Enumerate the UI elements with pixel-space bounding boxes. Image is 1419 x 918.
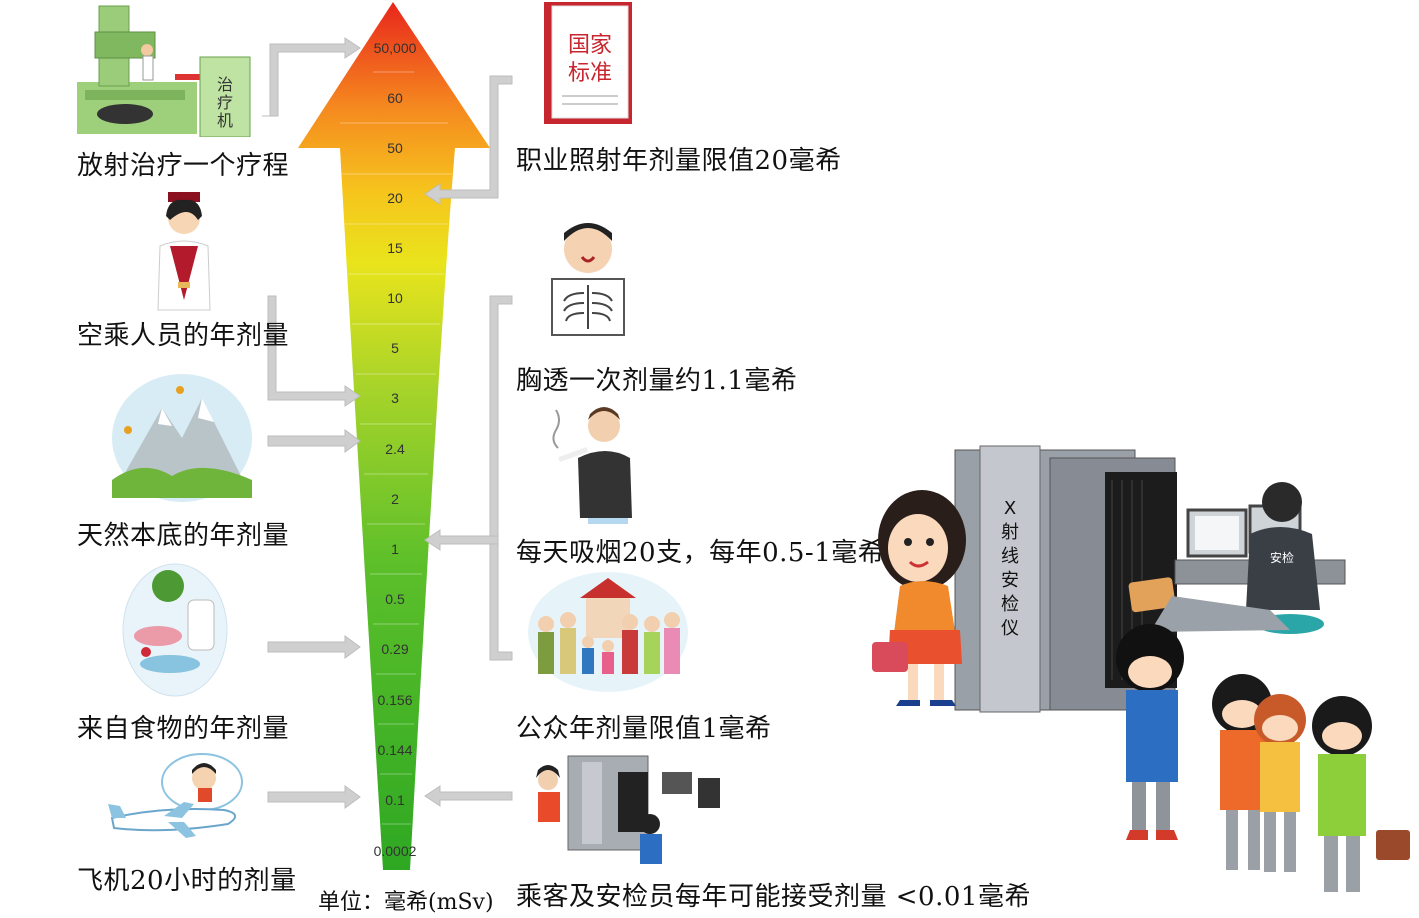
dose-scale-arrow [298,2,490,870]
book-title-line: 国家 [568,33,612,58]
machine-label-char: 治 [217,75,233,94]
tick-label: 10 [387,290,403,306]
scanner-text-char: 射 [1001,522,1019,543]
tick-label: 0.1 [385,792,405,808]
book-title-line: 标准 [568,61,612,86]
tick-label: 3 [391,390,399,406]
mountain-landscape-icon [112,374,252,502]
tick-label: 0.29 [381,641,409,657]
tick-label: 15 [387,240,403,256]
scanner-text-char: 仪 [1001,618,1019,639]
scanner-text-char: 安 [1001,570,1019,591]
airplane-icon [108,753,243,838]
label-chest-xray: 胸透一次剂量约1.1毫希 [516,366,798,396]
label-flight: 飞机20小时的剂量 [77,866,297,896]
label-passenger: 乘客及安检员每年可能接受剂量 <0.01毫希 [516,882,1031,912]
label-aircrew: 空乘人员的年剂量 [77,321,290,351]
radiotherapy-machine-icon: 治 疗 机 [77,5,251,137]
standard-book-icon: 国家 标准 [544,2,632,124]
connector-background [267,429,361,453]
connector-radiotherapy [262,37,361,117]
food-plate-icon [122,563,228,697]
scanner-text-char: 线 [1001,546,1019,567]
label-radiotherapy: 放射治疗一个疗程 [77,151,290,181]
connector-bracket [489,295,513,661]
label-smoking: 每天吸烟20支，每年0.5-1毫希 [516,538,885,568]
tick-label: 50,000 [373,40,417,56]
connector-aircrew [267,295,361,407]
guard-badge: 安检 [1270,550,1294,565]
connector-passenger [424,785,513,807]
connector-occupational [424,75,513,205]
tick-label: 20 [387,190,403,206]
connector-flight [267,785,361,809]
connector-public [424,529,499,551]
tick-label: 0.5 [385,591,405,607]
tick-label: 1 [391,541,399,557]
tick-label: 2.4 [385,441,405,457]
label-public: 公众年剂量限值1毫希 [516,714,772,744]
scale-unit-label: 单位：毫希(mSv) [318,890,494,915]
chest-xray-icon [551,223,625,336]
flight-attendant-icon [157,192,211,311]
tick-label: 0.0002 [373,843,417,859]
machine-label-char: 机 [217,111,233,130]
tick-label: 5 [391,340,399,356]
tick-label: 50 [387,140,403,156]
machine-label-char: 疗 [217,93,233,112]
scanner-text-char: 检 [1001,594,1019,615]
security-checkpoint-scene: X 射 线 安 检 仪 安检 [872,445,1410,892]
tick-label: 0.156 [377,692,413,708]
scanner-text-char: X [1004,498,1016,519]
label-occupational: 职业照射年剂量限值20毫希 [516,146,842,176]
tick-label: 2 [391,491,399,507]
tick-label: 0.144 [377,742,413,758]
connector-food [267,635,361,659]
family-group-icon [528,572,688,692]
mini-security-scene-icon [536,755,720,864]
tick-label: 60 [387,90,403,106]
label-background: 天然本底的年剂量 [77,521,290,551]
smoker-icon [552,407,632,524]
label-food: 来自食物的年剂量 [77,714,290,744]
